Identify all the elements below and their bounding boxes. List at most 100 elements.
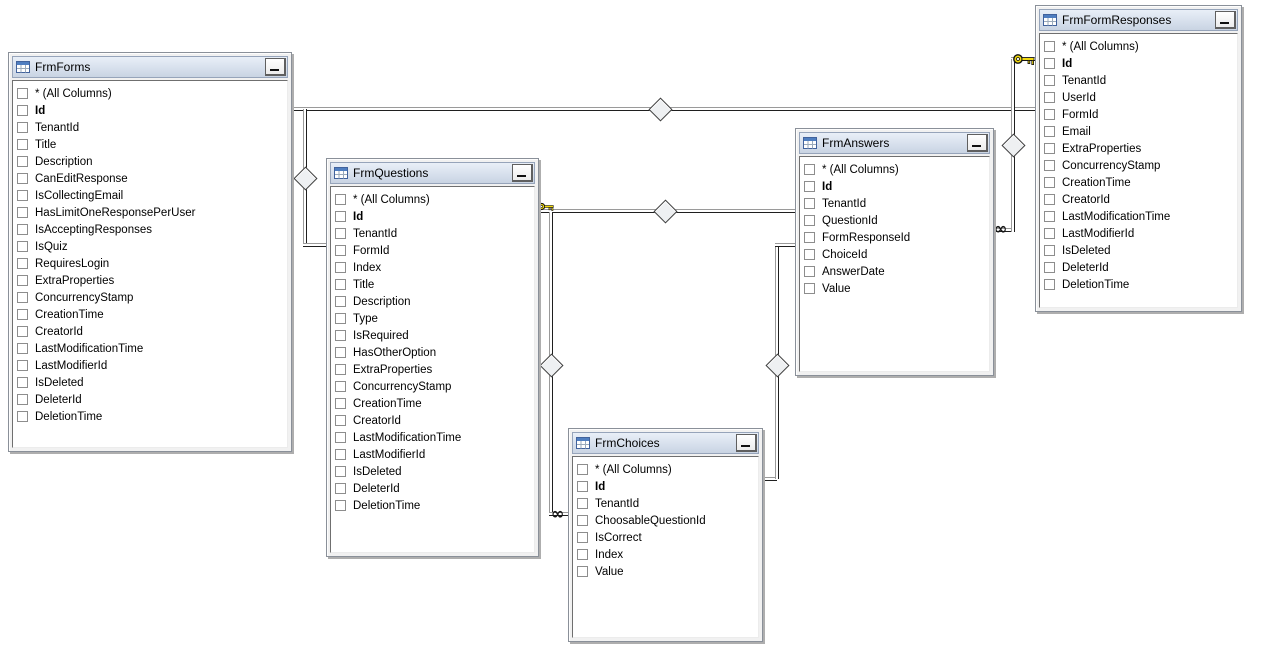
column-row[interactable]: AnswerDate [800, 263, 989, 280]
column-checkbox[interactable] [1044, 194, 1055, 205]
column-row[interactable]: CreationTime [1040, 174, 1237, 191]
column-row[interactable]: Index [331, 259, 534, 276]
minimize-button[interactable] [967, 134, 988, 152]
column-row[interactable]: IsDeleted [331, 463, 534, 480]
column-checkbox[interactable] [17, 309, 28, 320]
column-row[interactable]: CreatorId [331, 412, 534, 429]
column-checkbox[interactable] [1044, 92, 1055, 103]
column-row[interactable]: LastModifierId [1040, 225, 1237, 242]
column-checkbox[interactable] [577, 498, 588, 509]
column-row[interactable]: FormResponseId [800, 229, 989, 246]
table-titlebar[interactable]: FrmQuestions [330, 162, 535, 184]
column-row[interactable]: DeletionTime [13, 408, 287, 425]
column-row[interactable]: CreatorId [13, 323, 287, 340]
column-row[interactable]: IsCollectingEmail [13, 187, 287, 204]
column-checkbox[interactable] [804, 232, 815, 243]
column-row[interactable]: ExtraProperties [13, 272, 287, 289]
column-checkbox[interactable] [335, 228, 346, 239]
column-row[interactable]: Index [573, 546, 758, 563]
column-checkbox[interactable] [804, 283, 815, 294]
relationship-line-questions-choices-stub[interactable] [549, 512, 568, 516]
column-checkbox[interactable] [804, 266, 815, 277]
column-row[interactable]: IsDeleted [1040, 242, 1237, 259]
column-checkbox[interactable] [335, 313, 346, 324]
column-checkbox[interactable] [804, 181, 815, 192]
column-checkbox[interactable] [17, 122, 28, 133]
column-checkbox[interactable] [577, 515, 588, 526]
column-row[interactable]: LastModificationTime [1040, 208, 1237, 225]
column-checkbox[interactable] [577, 532, 588, 543]
column-checkbox[interactable] [335, 500, 346, 511]
column-checkbox[interactable] [17, 105, 28, 116]
minimize-button[interactable] [1215, 11, 1236, 29]
table-titlebar[interactable]: FrmChoices [572, 432, 759, 454]
column-row[interactable]: IsDeleted [13, 374, 287, 391]
column-row[interactable]: LastModifierId [331, 446, 534, 463]
column-row[interactable]: TenantId [573, 495, 758, 512]
column-row[interactable]: * (All Columns) [800, 161, 989, 178]
column-row[interactable]: ConcurrencyStamp [331, 378, 534, 395]
column-checkbox[interactable] [17, 190, 28, 201]
column-checkbox[interactable] [335, 415, 346, 426]
column-checkbox[interactable] [335, 381, 346, 392]
column-checkbox[interactable] [335, 449, 346, 460]
column-checkbox[interactable] [335, 296, 346, 307]
column-row[interactable]: DeleterId [1040, 259, 1237, 276]
column-row[interactable]: LastModificationTime [13, 340, 287, 357]
column-row[interactable]: IsAcceptingResponses [13, 221, 287, 238]
column-row[interactable]: TenantId [1040, 72, 1237, 89]
column-checkbox[interactable] [1044, 126, 1055, 137]
column-row[interactable]: DeleterId [13, 391, 287, 408]
column-row[interactable]: CreationTime [331, 395, 534, 412]
column-row[interactable]: Title [13, 136, 287, 153]
column-checkbox[interactable] [335, 330, 346, 341]
column-checkbox[interactable] [335, 194, 346, 205]
column-row[interactable]: CreatorId [1040, 191, 1237, 208]
column-row[interactable]: LastModificationTime [331, 429, 534, 446]
column-row[interactable]: Type [331, 310, 534, 327]
column-checkbox[interactable] [1044, 228, 1055, 239]
relationship-line-formresponses-answers-stub-bottom[interactable] [992, 228, 1011, 232]
minimize-button[interactable] [736, 434, 757, 452]
column-row[interactable]: QuestionId [800, 212, 989, 229]
column-row[interactable]: ConcurrencyStamp [1040, 157, 1237, 174]
column-checkbox[interactable] [17, 326, 28, 337]
column-row[interactable]: ChoosableQuestionId [573, 512, 758, 529]
column-checkbox[interactable] [804, 215, 815, 226]
column-row[interactable]: CanEditResponse [13, 170, 287, 187]
column-checkbox[interactable] [1044, 245, 1055, 256]
column-checkbox[interactable] [335, 398, 346, 409]
column-checkbox[interactable] [17, 275, 28, 286]
column-row[interactable]: ExtraProperties [1040, 140, 1237, 157]
column-row[interactable]: IsCorrect [573, 529, 758, 546]
column-row[interactable]: TenantId [800, 195, 989, 212]
column-checkbox[interactable] [577, 464, 588, 475]
column-row[interactable]: Value [800, 280, 989, 297]
column-checkbox[interactable] [335, 245, 346, 256]
relationship-line-choices-answers-stub-bottom[interactable] [761, 477, 777, 481]
table-titlebar[interactable]: FrmFormResponses [1039, 9, 1238, 31]
column-row[interactable]: ExtraProperties [331, 361, 534, 378]
column-row[interactable]: HasOtherOption [331, 344, 534, 361]
column-row[interactable]: Email [1040, 123, 1237, 140]
column-row[interactable]: TenantId [331, 225, 534, 242]
column-checkbox[interactable] [17, 139, 28, 150]
column-row[interactable]: * (All Columns) [573, 461, 758, 478]
column-checkbox[interactable] [17, 88, 28, 99]
column-checkbox[interactable] [335, 211, 346, 222]
column-checkbox[interactable] [17, 156, 28, 167]
column-checkbox[interactable] [17, 360, 28, 371]
column-checkbox[interactable] [17, 258, 28, 269]
column-checkbox[interactable] [335, 466, 346, 477]
column-checkbox[interactable] [804, 249, 815, 260]
column-checkbox[interactable] [1044, 211, 1055, 222]
column-checkbox[interactable] [577, 481, 588, 492]
column-checkbox[interactable] [335, 483, 346, 494]
column-checkbox[interactable] [17, 377, 28, 388]
column-checkbox[interactable] [1044, 75, 1055, 86]
column-checkbox[interactable] [1044, 41, 1055, 52]
column-checkbox[interactable] [335, 279, 346, 290]
column-checkbox[interactable] [17, 292, 28, 303]
